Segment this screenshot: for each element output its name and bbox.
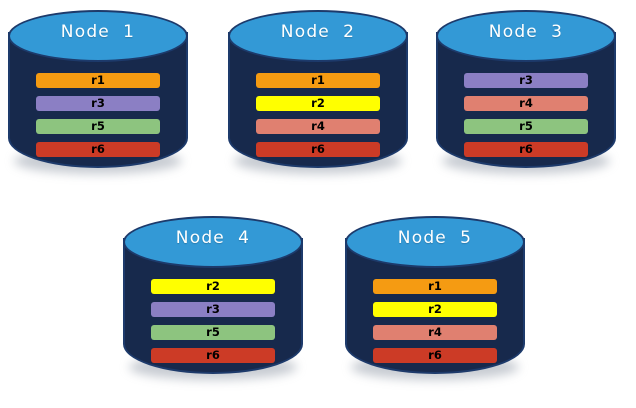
replica-bar[interactable]: r6 [151, 348, 275, 363]
replica-bar[interactable]: r4 [256, 119, 380, 134]
replica-bar[interactable]: r3 [151, 302, 275, 317]
database-node-cylinder[interactable]: Node 2 r1 r2 r4 r6 [228, 8, 408, 180]
node-label: Node 3 [488, 22, 564, 42]
replica-list: r1 r3 r5 r6 [36, 73, 160, 157]
replica-list: r1 r2 r4 r6 [373, 279, 497, 363]
replica-bar[interactable]: r6 [36, 142, 160, 157]
cylinder-top-ellipse [8, 10, 188, 62]
node-label: Node 2 [280, 22, 356, 42]
node-label: Node 5 [397, 228, 473, 248]
replica-bar[interactable]: r2 [373, 302, 497, 317]
replica-bar[interactable]: r3 [464, 73, 588, 88]
replica-bar[interactable]: r6 [373, 348, 497, 363]
replica-bar[interactable]: r4 [373, 325, 497, 340]
database-node-cylinder[interactable]: Node 5 r1 r2 r4 r6 [345, 214, 525, 386]
replica-list: r2 r3 r5 r6 [151, 279, 275, 363]
cylinder-top-ellipse [228, 10, 408, 62]
cylinder-top-ellipse [123, 216, 303, 268]
cylinder-top-ellipse [436, 10, 616, 62]
node-label: Node 4 [175, 228, 251, 248]
cylinder-top-ellipse [345, 216, 525, 268]
replica-bar[interactable]: r5 [151, 325, 275, 340]
node-label: Node 1 [60, 22, 136, 42]
replica-bar[interactable]: r6 [464, 142, 588, 157]
replica-bar[interactable]: r1 [373, 279, 497, 294]
replica-bar[interactable]: r1 [256, 73, 380, 88]
replica-bar[interactable]: r4 [464, 96, 588, 111]
database-node-cylinder[interactable]: Node 4 r2 r3 r5 r6 [123, 214, 303, 386]
database-node-cylinder[interactable]: Node 3 r3 r4 r5 r6 [436, 8, 616, 180]
replica-bar[interactable]: r1 [36, 73, 160, 88]
replica-list: r3 r4 r5 r6 [464, 73, 588, 157]
replica-bar[interactable]: r3 [36, 96, 160, 111]
replica-bar[interactable]: r5 [36, 119, 160, 134]
replica-bar[interactable]: r5 [464, 119, 588, 134]
replica-bar[interactable]: r2 [151, 279, 275, 294]
database-node-cylinder[interactable]: Node 1 r1 r3 r5 r6 [8, 8, 188, 180]
replica-list: r1 r2 r4 r6 [256, 73, 380, 157]
replica-bar[interactable]: r2 [256, 96, 380, 111]
replica-bar[interactable]: r6 [256, 142, 380, 157]
